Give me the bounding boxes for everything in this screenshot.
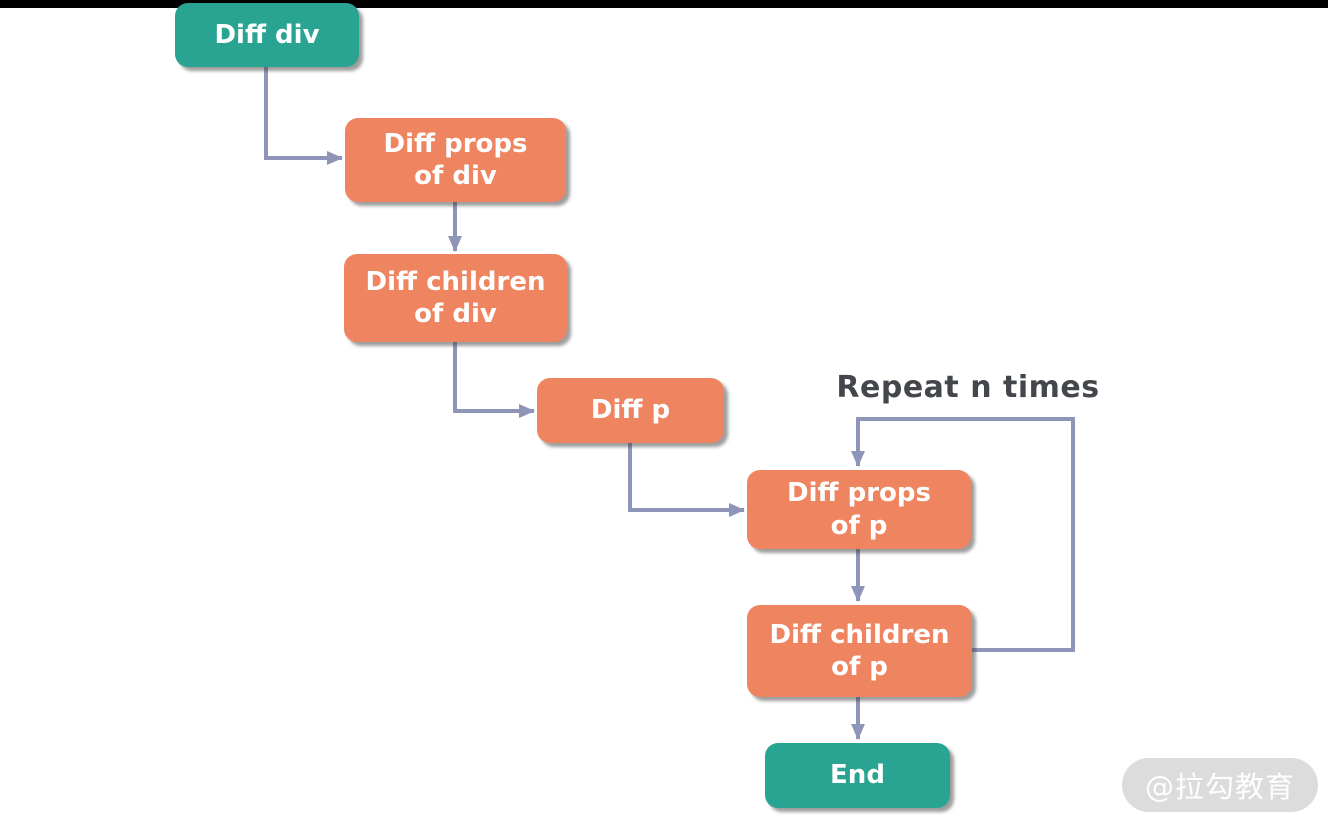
edge-diffp-to-propsp-arrow <box>628 443 745 517</box>
flow-node-diff-children-of-p: Diff children of p <box>747 605 972 697</box>
watermark-badge: @拉勾教育 <box>1122 758 1318 812</box>
repeat-loop-label: Repeat n times <box>836 370 1100 405</box>
flow-node-end: End <box>765 743 950 808</box>
edge-repeat-loop-arrow <box>851 417 1075 652</box>
flow-node-diff-props-of-p: Diff props of p <box>747 470 971 549</box>
top-letterbox-bar <box>0 0 1328 8</box>
flow-node-diff-props-of-div: Diff props of div <box>345 118 566 202</box>
flow-node-diff-div: Diff div <box>175 3 359 67</box>
edge-diffdiv-to-propsdiv-arrow <box>264 67 343 165</box>
flow-node-diff-children-of-div: Diff children of div <box>344 254 567 342</box>
edge-childrendiv-to-diffp-arrow <box>453 342 535 418</box>
flow-node-diff-p: Diff p <box>537 378 724 443</box>
